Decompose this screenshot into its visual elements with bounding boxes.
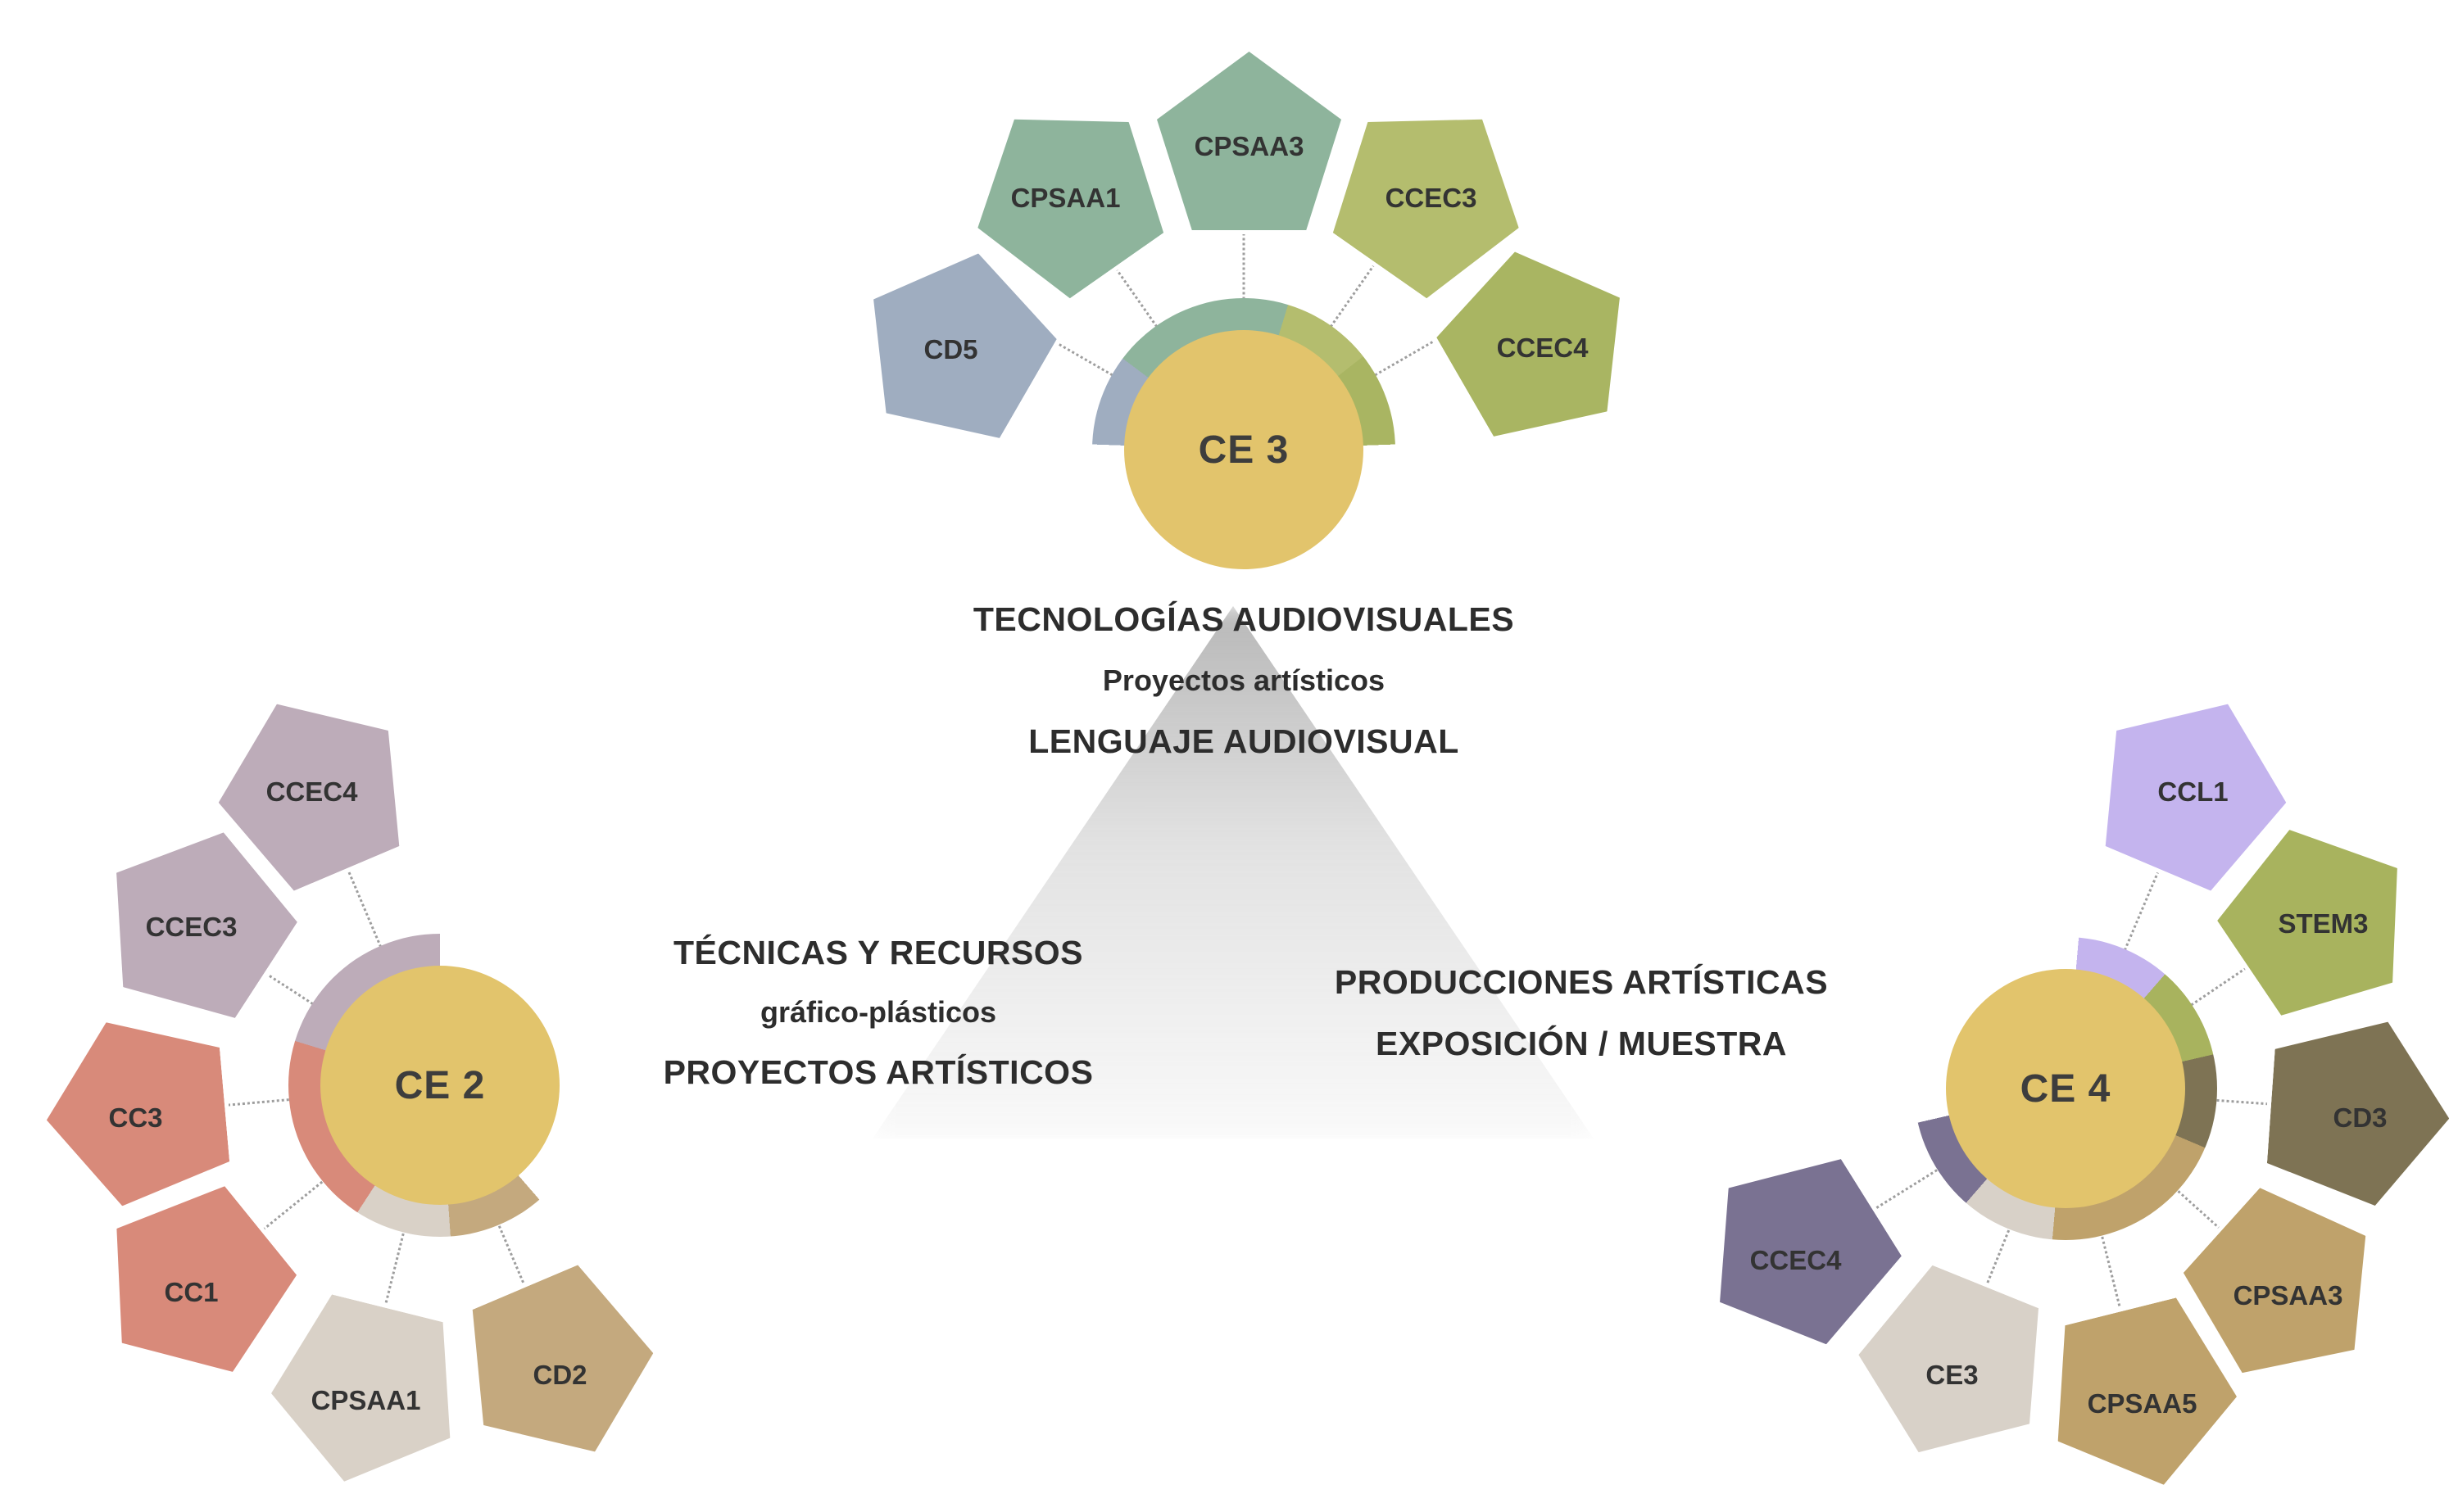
ce4-caption-line1: PRODUCCIONES ARTÍSTICAS xyxy=(1334,963,1829,1001)
petal-label: CCEC4 xyxy=(1496,333,1589,363)
petal-ce4-stem3: STEM3 xyxy=(2227,825,2419,1012)
petal-label: CD3 xyxy=(2333,1102,2388,1133)
petal-label: CC1 xyxy=(164,1277,219,1307)
petal-ce3-cpsaa3: CPSAA3 xyxy=(1153,48,1345,234)
petal-label: CD5 xyxy=(923,334,978,364)
ce2-caption-line3: PROYECTOS ARTÍSTICOS xyxy=(663,1053,1094,1091)
petal-ce2-ccec3: CCEC3 xyxy=(95,828,288,1015)
petal-ce2-cpsaa1: CPSAA1 xyxy=(270,1301,462,1488)
petal-label: STEM3 xyxy=(2278,908,2369,939)
petal-label: CE3 xyxy=(1925,1360,1979,1390)
petal-ce3-ccec3: CCEC3 xyxy=(1335,99,1527,286)
ce3-center-label: CE 3 xyxy=(1198,428,1290,472)
ce3-caption-line1: TECNOLOGÍAS AUDIOVISUALES xyxy=(973,600,1515,638)
petal-label: CCEC4 xyxy=(265,776,358,807)
petal-ce4-ccl1: CCL1 xyxy=(2097,693,2289,880)
petal-label: CD2 xyxy=(533,1360,587,1390)
petal-label: CCEC3 xyxy=(145,912,238,942)
petal-ce4-cpsaa3: CPSAA3 xyxy=(2192,1197,2384,1383)
petal-ce2-cc3: CC3 xyxy=(39,1019,232,1206)
ce4-center-label: CE 4 xyxy=(2020,1066,2111,1111)
petal-ce2-cc1: CC1 xyxy=(95,1193,288,1380)
petal-ce4-ccec4: CCEC4 xyxy=(1699,1161,1892,1348)
petal-ce2-cd2: CD2 xyxy=(464,1276,656,1463)
ce3-center-circle: CE 3 xyxy=(1124,330,1363,569)
ce2-center-circle: CE 2 xyxy=(320,966,560,1205)
petal-label: CC3 xyxy=(108,1102,163,1133)
petal-label: CPSAA1 xyxy=(311,1385,421,1415)
petal-label: CCEC3 xyxy=(1385,183,1477,213)
ce2-center-label: CE 2 xyxy=(394,1063,486,1107)
ce2-caption-line1: TÉCNICAS Y RECURSOS xyxy=(673,934,1084,971)
petal-ce3-cpsaa1: CPSAA1 xyxy=(969,99,1162,286)
ce3-caption-line3: LENGUAJE AUDIOVISUAL xyxy=(1028,722,1459,760)
petal-label: CPSAA1 xyxy=(1010,183,1121,213)
petal-ce3-ccec4: CCEC4 xyxy=(1446,249,1639,436)
petal-ce3-cd5: CD5 xyxy=(855,251,1047,437)
petal-label: CPSAA3 xyxy=(1194,131,1304,161)
petal-label: CCEC4 xyxy=(1749,1245,1842,1275)
petal-label: CCL1 xyxy=(2157,776,2229,807)
petal-ce4-cd3: CD3 xyxy=(2264,1019,2456,1206)
petal-ce2-ccec4: CCEC4 xyxy=(215,693,408,880)
petal-label: CPSAA3 xyxy=(2233,1280,2343,1311)
ce4-caption-line2: EXPOSICIÓN / MUESTRA xyxy=(1375,1025,1788,1062)
ce2-caption-line2: gráfico-plásticos xyxy=(760,995,997,1029)
petal-ce4-ce3: CE3 xyxy=(1856,1276,2048,1463)
petal-label: CPSAA5 xyxy=(2087,1388,2197,1419)
ce3-caption-line2: Proyectos artísticos xyxy=(1102,663,1385,697)
petal-ce4-cpsaa5: CPSAA5 xyxy=(2046,1305,2238,1492)
ce4-center-circle: CE 4 xyxy=(1946,969,2185,1208)
